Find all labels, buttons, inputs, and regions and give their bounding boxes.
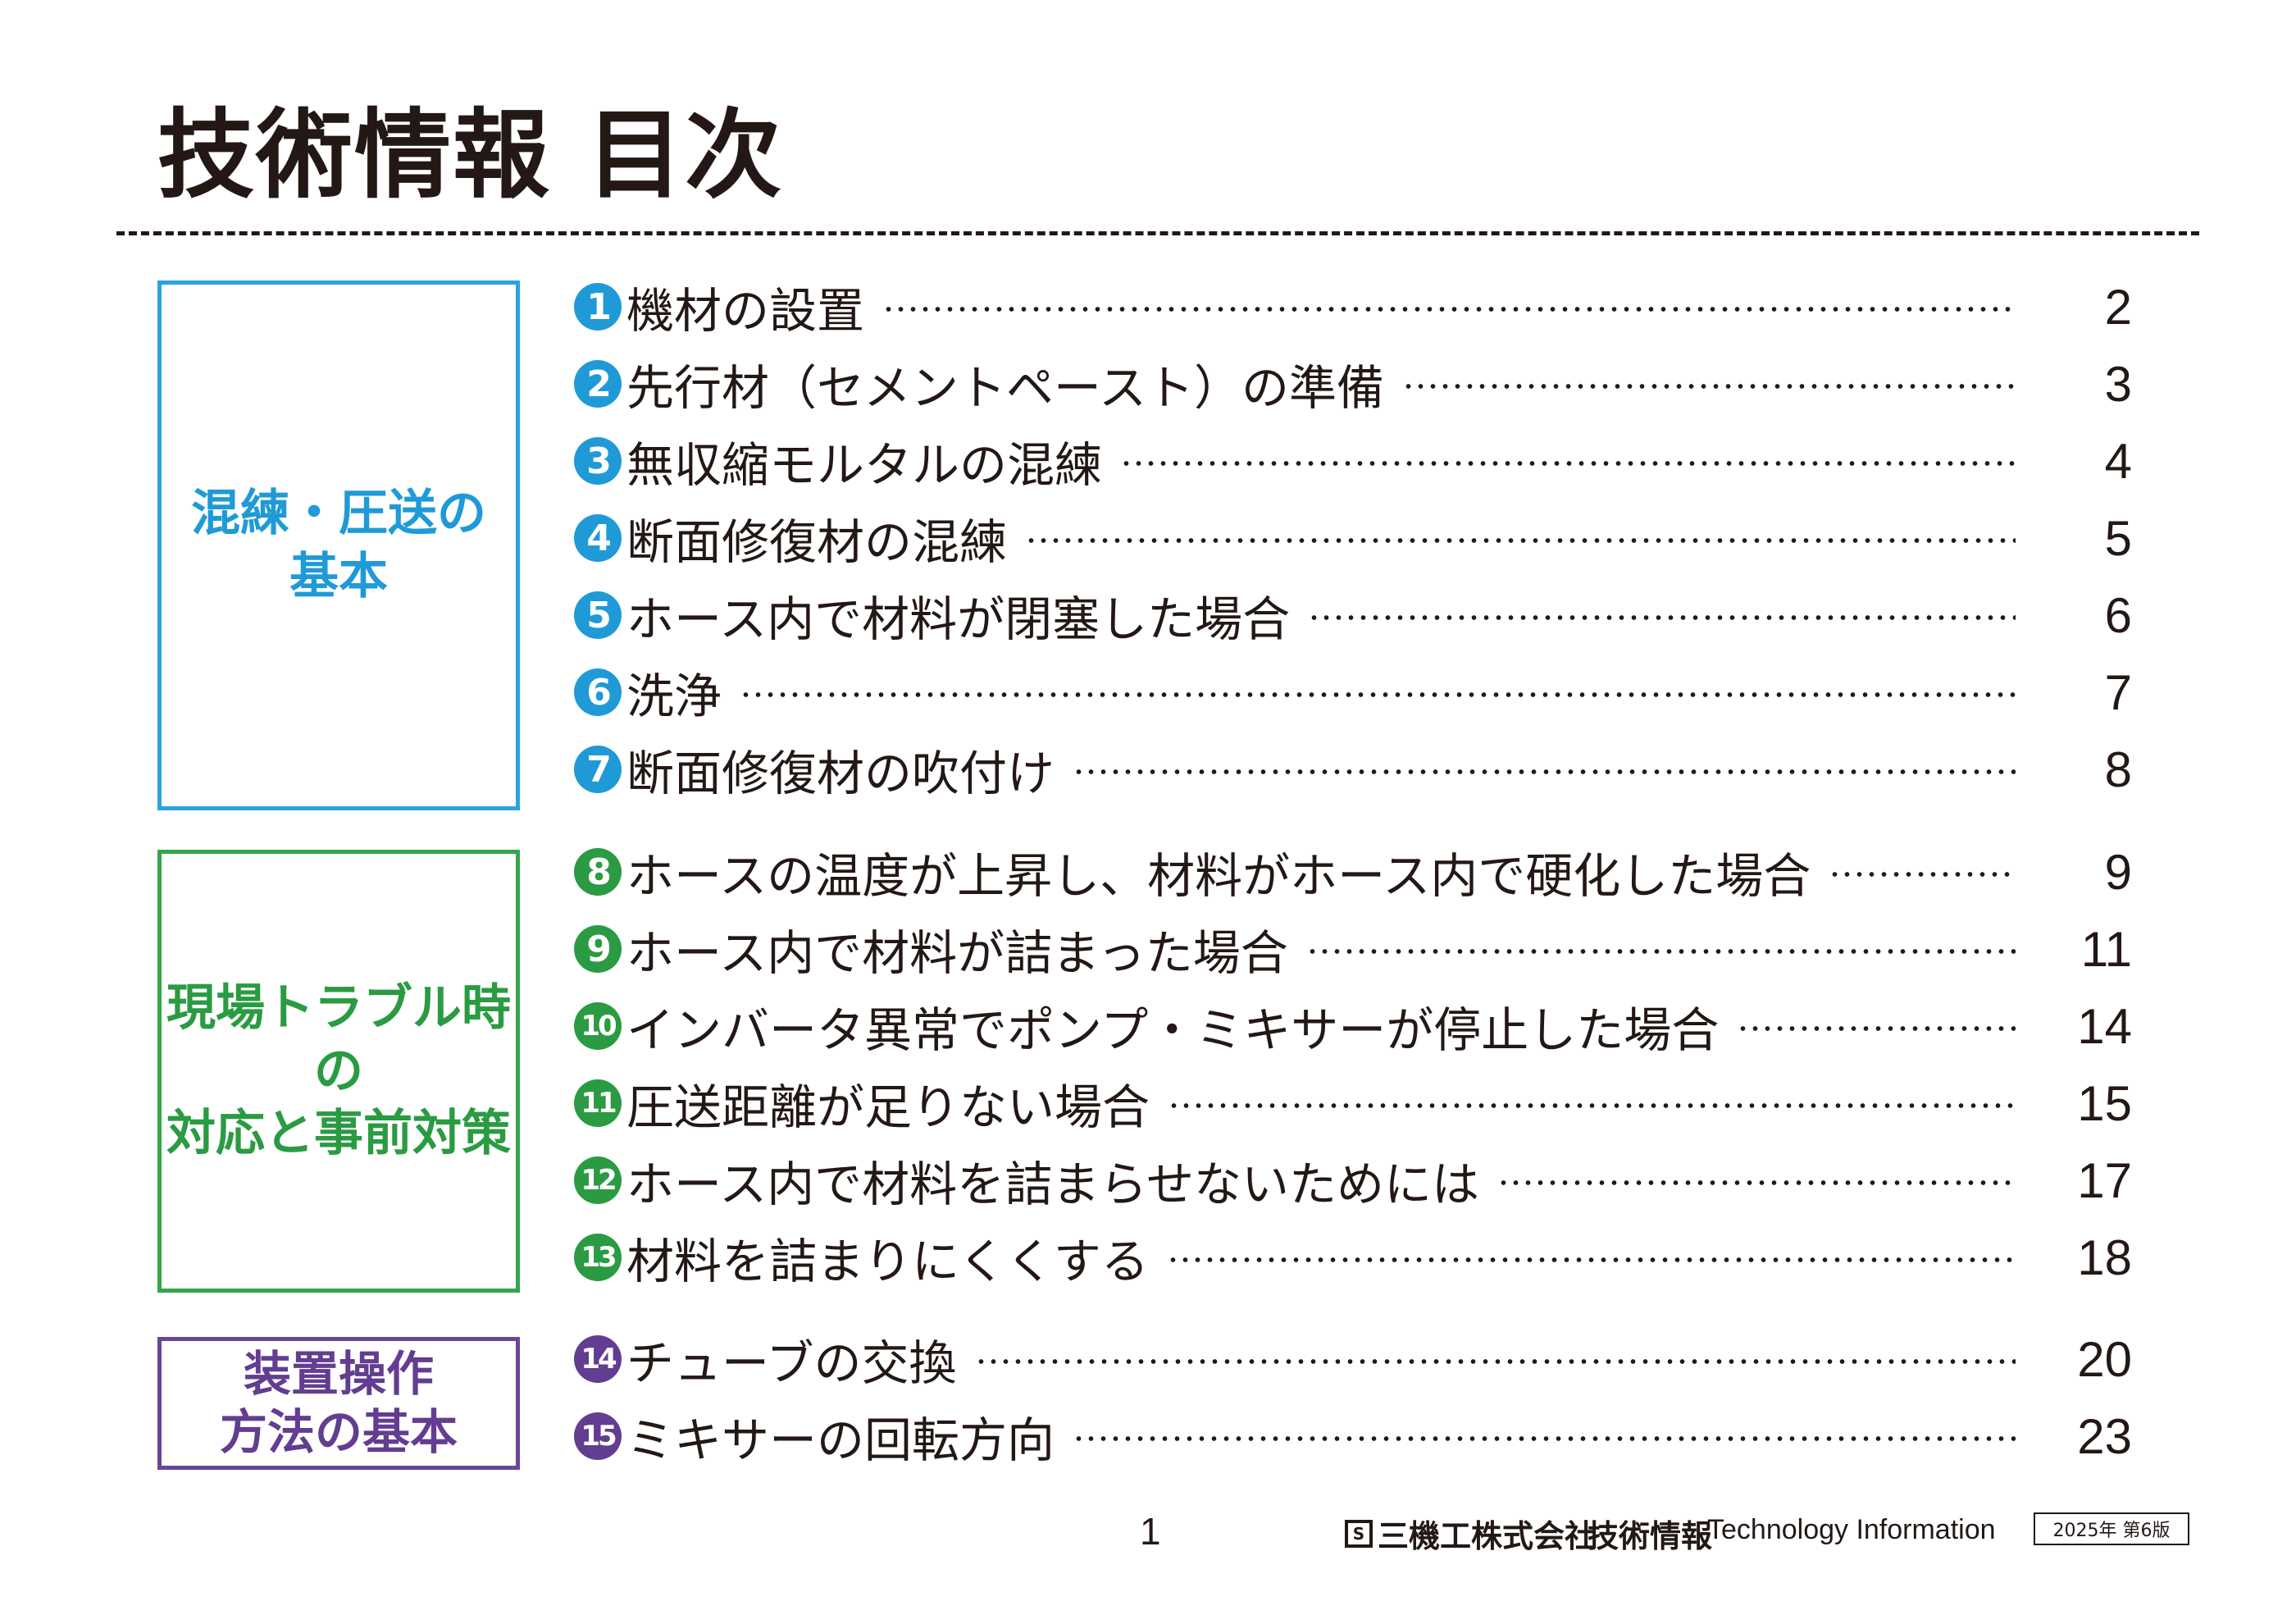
toc-item[interactable]: 10 インバータ異常でポンプ・ミキサーが停止した場合 14 <box>574 992 2132 1060</box>
toc-item-page: 3 <box>2104 356 2132 412</box>
section-trouble-line-1: 現場トラブル時の <box>166 979 511 1100</box>
toc-item-page: 18 <box>2077 1229 2132 1285</box>
toc-item-title: ホースの温度が上昇し、材料がホース内で硬化した場合 <box>626 848 1811 904</box>
dot-leader <box>1737 1026 2016 1031</box>
toc-item-page: 9 <box>2104 844 2132 900</box>
toc-item-page: 23 <box>2077 1408 2132 1464</box>
toc-item-page: 15 <box>2077 1075 2132 1131</box>
dot-leader <box>882 307 2016 312</box>
number-badge: 13 <box>574 1234 622 1281</box>
dot-leader <box>1305 949 2016 954</box>
dot-leader <box>740 692 2016 697</box>
section-operation-line-2: 方法の基本 <box>219 1404 458 1460</box>
dot-leader <box>1120 461 2016 466</box>
toc-item-title: 断面修復材の混練 <box>626 514 1008 570</box>
toc-item-page: 4 <box>2104 433 2132 489</box>
company-name-text: 三機工株式会社 <box>1378 1518 1597 1554</box>
dot-leader <box>1166 1257 2016 1262</box>
toc-item-page: 14 <box>2077 998 2132 1054</box>
number-badge: 8 <box>574 848 622 896</box>
toc-item[interactable]: 7 断面修復材の吹付け 8 <box>574 736 2132 803</box>
section-operation-line-1: 装置操作 <box>243 1346 434 1403</box>
number-badge: 12 <box>574 1156 622 1204</box>
number-badge: 11 <box>574 1079 622 1127</box>
toc-item[interactable]: 3 無収縮モルタルの混練 4 <box>574 427 2132 495</box>
section-basic: 混練・圧送の 基本 <box>157 281 520 810</box>
toc-item[interactable]: 14 チューブの交換 20 <box>574 1325 2132 1393</box>
toc-item[interactable]: 6 洗浄 7 <box>574 659 2132 726</box>
section-operation: 装置操作 方法の基本 <box>157 1337 520 1470</box>
dot-leader <box>1496 1180 2016 1185</box>
number-badge: 3 <box>574 437 622 485</box>
number-badge: 1 <box>574 283 622 331</box>
toc-item[interactable]: 15 ミキサーの回転方向 23 <box>574 1403 2132 1470</box>
section-basic-line-1: 混練・圧送の <box>191 485 486 543</box>
toc-item[interactable]: 12 ホース内で材料を詰まらせないためには 17 <box>574 1147 2132 1214</box>
number-badge: 5 <box>574 591 622 639</box>
company-logo-icon: S <box>1345 1519 1373 1548</box>
number-badge: 10 <box>574 1002 622 1050</box>
edition-badge: 2025年 第6版 <box>2034 1512 2189 1545</box>
toc-item-page: 20 <box>2077 1331 2132 1387</box>
toc-item-page: 8 <box>2104 741 2132 797</box>
dot-leader <box>1168 1103 2016 1108</box>
section-trouble: 現場トラブル時の 対応と事前対策 <box>157 850 520 1293</box>
toc-item-page: 17 <box>2077 1152 2132 1208</box>
toc-item-title: 先行材（セメントペースト）の準備 <box>626 360 1384 416</box>
toc-item-page: 11 <box>2080 921 2132 977</box>
toc-item-title: 洗浄 <box>626 668 722 724</box>
toc-item[interactable]: 11 圧送距離が足りない場合 15 <box>574 1070 2132 1137</box>
section-basic-line-2: 基本 <box>289 548 388 605</box>
number-badge: 15 <box>574 1412 622 1460</box>
dot-leader <box>1073 1436 2016 1441</box>
toc-item-title: ホース内で材料が詰まった場合 <box>626 925 1288 981</box>
toc-item[interactable]: 1 機材の設置 2 <box>574 273 2132 340</box>
toc-item-title: ホース内で材料を詰まらせないためには <box>626 1156 1479 1212</box>
toc-item-title: 無収縮モルタルの混練 <box>626 437 1103 493</box>
toc-item-page: 6 <box>2104 587 2132 643</box>
number-badge: 6 <box>574 668 622 716</box>
dot-leader <box>1401 384 2016 389</box>
toc-item-title: インバータ異常でポンプ・ミキサーが停止した場合 <box>626 1002 1720 1058</box>
toc-item-title: ホース内で材料が閉塞した場合 <box>626 591 1291 647</box>
footer-tech-label: Technology Information <box>1707 1514 1996 1545</box>
dot-leader <box>1308 615 2016 620</box>
number-badge: 4 <box>574 514 622 562</box>
number-badge: 14 <box>574 1335 622 1383</box>
toc-item-page: 5 <box>2104 510 2132 566</box>
toc-item-title: 断面修復材の吹付け <box>626 746 1055 801</box>
toc-item-title: ミキサーの回転方向 <box>626 1412 1055 1468</box>
page-title: 技術情報 目次 <box>157 98 784 212</box>
dot-leader <box>1025 538 2016 543</box>
title-divider <box>116 231 2199 235</box>
toc-item-page: 2 <box>2104 279 2132 335</box>
number-badge: 9 <box>574 925 622 973</box>
toc-item-title: 圧送距離が足りない場合 <box>626 1079 1150 1135</box>
toc-item-title: 機材の設置 <box>626 283 865 339</box>
toc-item[interactable]: 2 先行材（セメントペースト）の準備 3 <box>574 350 2132 417</box>
toc-item[interactable]: 13 材料を詰まりにくくする 18 <box>574 1224 2132 1291</box>
toc-item[interactable]: 4 断面修復材の混練 5 <box>574 504 2132 572</box>
page-number: 1 <box>1140 1510 1161 1553</box>
section-trouble-line-2: 対応と事前対策 <box>166 1105 511 1163</box>
number-badge: 2 <box>574 360 622 408</box>
footer-label: 技術情報 <box>1588 1518 1713 1554</box>
company-name: S 三機工株式会社 <box>1345 1511 1596 1556</box>
number-badge: 7 <box>574 746 622 793</box>
dot-leader <box>974 1359 2016 1364</box>
dot-leader <box>1829 872 2016 877</box>
toc-item[interactable]: 9 ホース内で材料が詰まった場合 11 <box>574 915 2132 983</box>
toc-item-page: 7 <box>2104 664 2132 720</box>
dot-leader <box>1073 769 2016 774</box>
toc-item[interactable]: 5 ホース内で材料が閉塞した場合 6 <box>574 582 2132 649</box>
toc-item-title: 材料を詰まりにくくする <box>626 1234 1149 1289</box>
toc-item[interactable]: 8 ホースの温度が上昇し、材料がホース内で硬化した場合 9 <box>574 838 2132 906</box>
toc-item-title: チューブの交換 <box>626 1335 957 1391</box>
